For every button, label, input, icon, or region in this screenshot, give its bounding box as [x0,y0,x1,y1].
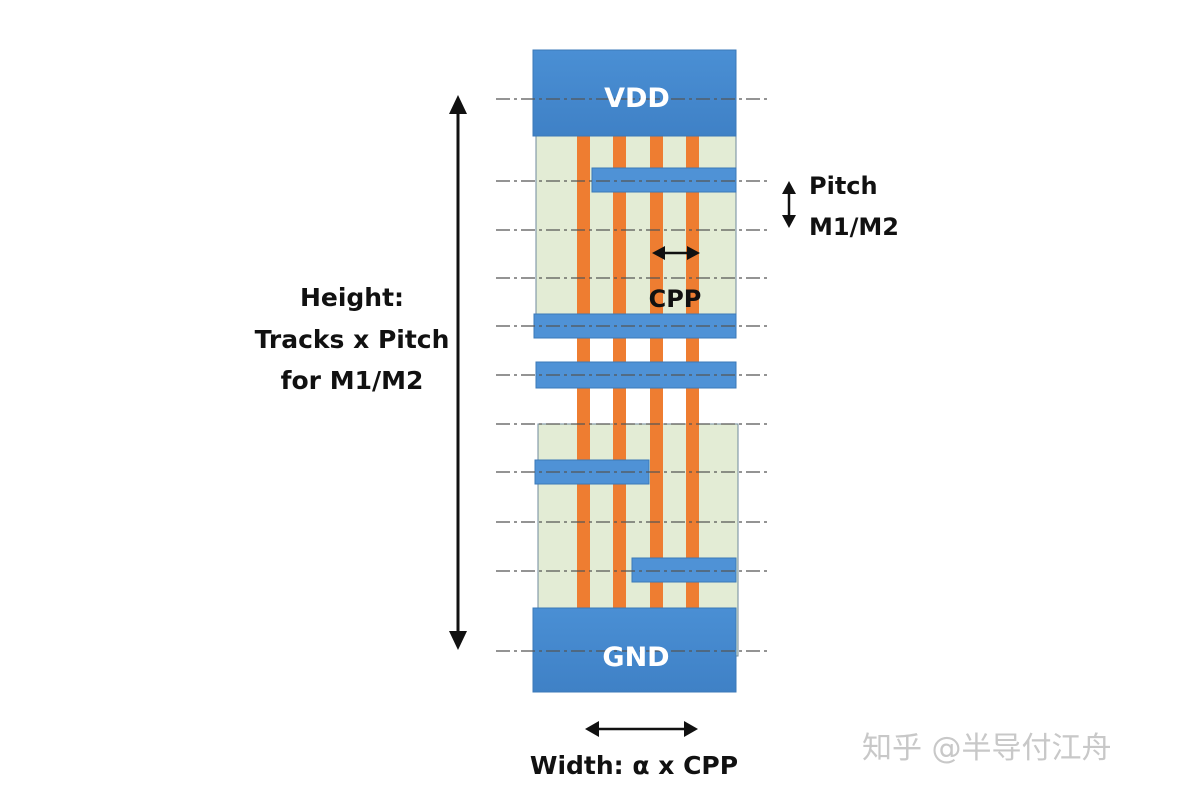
height-label-line3: for M1/M2 [281,366,424,395]
gnd-rail [532,607,737,693]
watermark: 知乎 @半导付江舟 [862,731,1112,766]
track-lines [496,98,770,652]
vdd-label: VDD [604,83,670,114]
height-label-line2: Tracks x Pitch [255,325,450,354]
pitch-label-line1: Pitch [809,172,878,200]
width-label: Width: α x CPP [530,751,738,780]
width-arrow [585,721,698,737]
upper-cell-region [535,129,737,327]
cpp-label: CPP [649,285,702,313]
metal-segment-3 [535,361,737,389]
arrow-head-up [449,95,467,114]
height-label-line1: Height: [300,283,404,312]
cpp-arrow [652,246,700,260]
pitch-label-line2: M1/M2 [809,213,899,241]
metal-segment-5 [631,557,737,583]
gnd-label: GND [602,642,669,673]
arrow-head-down [449,631,467,650]
vdd-rail [532,49,737,137]
height-arrow [449,95,467,650]
metal-segment-1 [591,167,737,193]
pitch-arrow [782,181,796,228]
